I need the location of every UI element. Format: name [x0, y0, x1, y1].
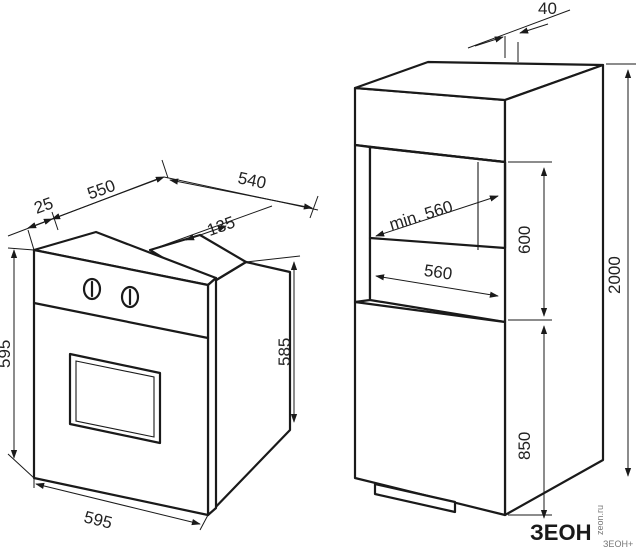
zeon-logo: ЗЕОН zeon.ru ЗЕОН+ [530, 505, 633, 549]
dim-body-height: 585 [275, 338, 294, 366]
dim-cabinet-top-offset: 40 [538, 0, 557, 18]
logo-sub-text: ЗЕОН+ [603, 539, 633, 549]
dim-oven-height: 595 [0, 340, 14, 368]
logo-small-text: zeon.ru [595, 505, 605, 535]
oven-front-side [206, 276, 218, 517]
dim-oven-width: 595 [82, 507, 114, 532]
cabinet-drawing [353, 60, 605, 517]
dim-front-panel-offset: 25 [32, 193, 56, 217]
dim-oven-depth-body: 540 [236, 168, 268, 192]
dim-oven-depth-total: 550 [85, 176, 118, 204]
dimension-labels: 25 550 540 135 595 585 595 40 min. 560 6… [0, 0, 624, 533]
cabinet-niche [368, 145, 507, 324]
oven-drawing [32, 230, 292, 517]
dim-base-height: 850 [515, 432, 534, 460]
oven-window-inner [75, 360, 155, 438]
cabinet-niche-back [368, 145, 507, 250]
dim-back-notch: 135 [204, 213, 237, 241]
oven-front-face [32, 248, 210, 517]
oven-knob-left [82, 277, 102, 301]
oven-body-side [206, 260, 292, 517]
cabinet-plinth [373, 482, 457, 514]
dim-niche-depth: 560 [423, 261, 454, 284]
dim-cabinet-total-height: 2000 [605, 256, 624, 294]
cabinet-base-front [353, 300, 507, 517]
dim-niche-height: 600 [515, 226, 534, 254]
cabinet-left-frame [353, 143, 372, 304]
logo-text: ЗЕОН [530, 520, 591, 545]
dimension-lines [7, 9, 636, 531]
oven-knob-right [120, 285, 140, 309]
oven-window [68, 352, 162, 445]
oven-control-divider [32, 301, 210, 340]
